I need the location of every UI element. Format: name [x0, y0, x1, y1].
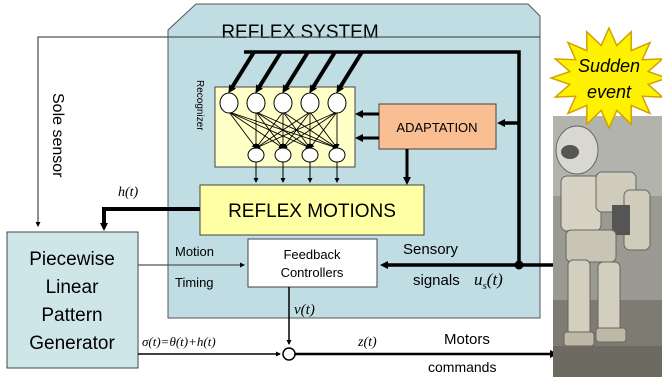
recognizer-output-arrows [253, 162, 340, 183]
z-t-label: z(t) [357, 335, 377, 350]
pattern-generator-box [6, 231, 139, 369]
motion-label: Motion [175, 244, 214, 259]
adaptation-label: ADAPTATION [396, 120, 477, 135]
neuron-top [327, 92, 347, 114]
sensory-label: Sensory [403, 241, 459, 258]
sole-sensor-line [35, 36, 540, 227]
generator-line4: Generator [29, 333, 115, 354]
recognizer-network-edges [228, 111, 340, 150]
sole-sensor-label: Sole sensor [49, 93, 66, 178]
burst-line2: event [587, 82, 632, 102]
generator-line1: Piecewise [29, 249, 115, 270]
network-edge [255, 111, 311, 149]
adaptation-box [378, 103, 497, 150]
h-t-arrow [100, 207, 200, 231]
burst-line1: Sudden [578, 56, 640, 76]
reflex-motions-label: REFLEX MOTIONS [228, 201, 396, 222]
neuron-bottom [301, 147, 319, 163]
humanoid-robot-photo [553, 116, 662, 377]
reflex-motions-box [199, 184, 425, 236]
network-edge [282, 111, 338, 149]
sudden-event-burst [548, 26, 662, 130]
v-t-label: v(t) [294, 302, 315, 318]
network-edge [228, 111, 257, 149]
feedback-label-line2: Controllers [281, 265, 344, 280]
feedback-controllers-box [247, 238, 378, 288]
recognizer-label: Recognizer [194, 80, 205, 131]
neuron-top [273, 92, 293, 114]
sigma-label: σ(t)=θ(t)+h(t) [142, 334, 216, 349]
motors-label: Motors [444, 331, 490, 348]
network-edge [255, 111, 284, 149]
input-arrow [336, 50, 364, 94]
reflex-system-title: REFLEX SYSTEM [221, 22, 378, 43]
h-t-label: h(t) [118, 185, 139, 200]
timing-label: Timing [175, 275, 214, 290]
neuron-bottom [274, 147, 292, 163]
neuron-top [246, 92, 266, 114]
recognizer-neurons [219, 92, 347, 163]
u-s-t-label: us(t) [474, 270, 503, 292]
neuron-top [300, 92, 320, 114]
network-edge [309, 111, 338, 149]
input-arrow [282, 50, 310, 94]
input-arrow [309, 50, 337, 94]
input-arrow [228, 50, 256, 94]
sensory-signal-line [244, 50, 560, 267]
network-edge [255, 111, 338, 149]
signals-label: signals [413, 272, 460, 289]
sensory-junction-dot [514, 260, 524, 270]
neuron-top [219, 92, 239, 114]
summing-junction [282, 347, 296, 361]
recognizer-input-arrows [228, 50, 364, 94]
input-arrow [255, 50, 283, 94]
generator-line3: Pattern [41, 305, 102, 326]
feedback-label-line1: Feedback [283, 247, 341, 262]
generator-line2: Linear [46, 277, 99, 298]
neuron-bottom [247, 147, 265, 163]
neuron-bottom [328, 147, 346, 163]
commands-label: commands [428, 359, 496, 375]
